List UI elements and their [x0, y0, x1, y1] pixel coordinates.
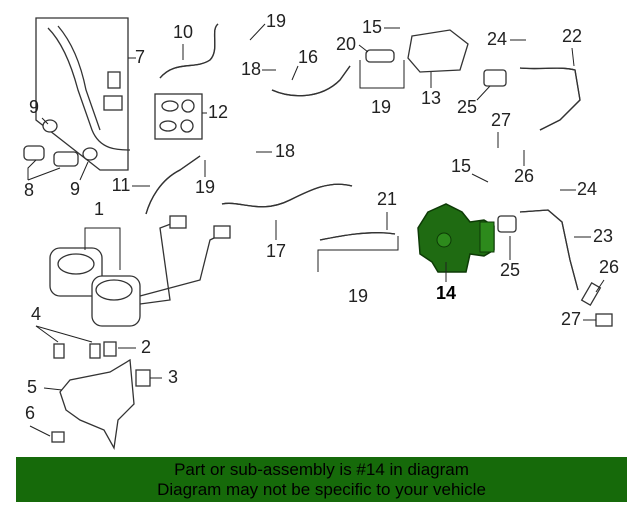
callout-1[interactable]: 1 [94, 199, 104, 219]
callout-15[interactable]: 15 [451, 156, 471, 176]
callout-19[interactable]: 19 [371, 97, 391, 117]
callout-26[interactable]: 26 [599, 257, 619, 277]
gasket-25 [483, 69, 507, 87]
callout-18[interactable]: 18 [241, 59, 261, 79]
callout-9[interactable]: 9 [70, 179, 80, 199]
callout-8[interactable]: 8 [24, 180, 34, 200]
callout-9[interactable]: 9 [29, 97, 39, 117]
gasket-26 [580, 281, 602, 307]
callout-27[interactable]: 27 [491, 110, 511, 130]
hose-group-7 [35, 17, 136, 171]
hose-20 [365, 49, 395, 63]
air-pump-1 [49, 215, 231, 327]
callout-19[interactable]: 19 [266, 11, 286, 31]
callout-10[interactable]: 10 [173, 22, 193, 42]
banner-line-2: Diagram may not be specific to your vehi… [157, 480, 486, 499]
bracket-5 [59, 358, 135, 451]
notice-banner: Part or sub-assembly is #14 in diagram D… [16, 457, 627, 502]
callout-4[interactable]: 4 [31, 304, 41, 324]
clamp-8a [23, 145, 45, 161]
callout-19[interactable]: 19 [195, 177, 215, 197]
hose-11 [145, 155, 201, 215]
callout-6[interactable]: 6 [25, 403, 35, 423]
pipe-22 [519, 67, 581, 131]
callout-22[interactable]: 22 [562, 26, 582, 46]
callout-20[interactable]: 20 [336, 34, 356, 54]
leader-lines [27, 23, 605, 437]
callout-25[interactable]: 25 [457, 97, 477, 117]
callout-11[interactable]: 11 [112, 175, 131, 195]
callout-21[interactable]: 21 [377, 189, 397, 209]
callout-14-highlighted[interactable]: 14 [436, 283, 456, 303]
clamp-9b [82, 147, 98, 161]
bolt-4a [53, 343, 65, 359]
pipe-23 [519, 209, 579, 291]
callout-19[interactable]: 19 [348, 286, 368, 306]
hose-8b [53, 151, 79, 167]
bolt-4b [89, 343, 101, 359]
callout-23[interactable]: 23 [593, 226, 613, 246]
callout-24[interactable]: 24 [487, 29, 507, 49]
callout-16[interactable]: 16 [298, 47, 318, 67]
callout-17[interactable]: 17 [266, 241, 286, 261]
grommet-2 [103, 341, 117, 357]
callout-13[interactable]: 13 [421, 88, 441, 108]
callout-12[interactable]: 12 [208, 102, 228, 122]
callout-25[interactable]: 25 [500, 260, 520, 280]
callout-numbers: 7 10 19 15 20 16 18 19 13 24 22 25 27 12… [24, 11, 619, 423]
callout-18[interactable]: 18 [275, 141, 295, 161]
callout-24[interactable]: 24 [577, 179, 597, 199]
callout-2[interactable]: 2 [141, 337, 151, 357]
callout-3[interactable]: 3 [168, 367, 178, 387]
callout-5[interactable]: 5 [27, 377, 37, 397]
pipe-17 [221, 183, 353, 208]
valve-13 [407, 29, 469, 73]
grommet-3 [135, 369, 151, 387]
callout-7[interactable]: 7 [135, 47, 145, 67]
gasket-25b [497, 215, 517, 233]
callout-15[interactable]: 15 [362, 17, 382, 37]
callout-26[interactable]: 26 [514, 166, 534, 186]
bolt-6 [51, 431, 65, 443]
banner-line-1: Part or sub-assembly is #14 in diagram [174, 460, 469, 479]
egr-valve-14[interactable] [417, 203, 495, 273]
clamp-group-12 [154, 93, 207, 140]
callout-27[interactable]: 27 [561, 309, 581, 329]
clamp-27 [595, 313, 613, 327]
